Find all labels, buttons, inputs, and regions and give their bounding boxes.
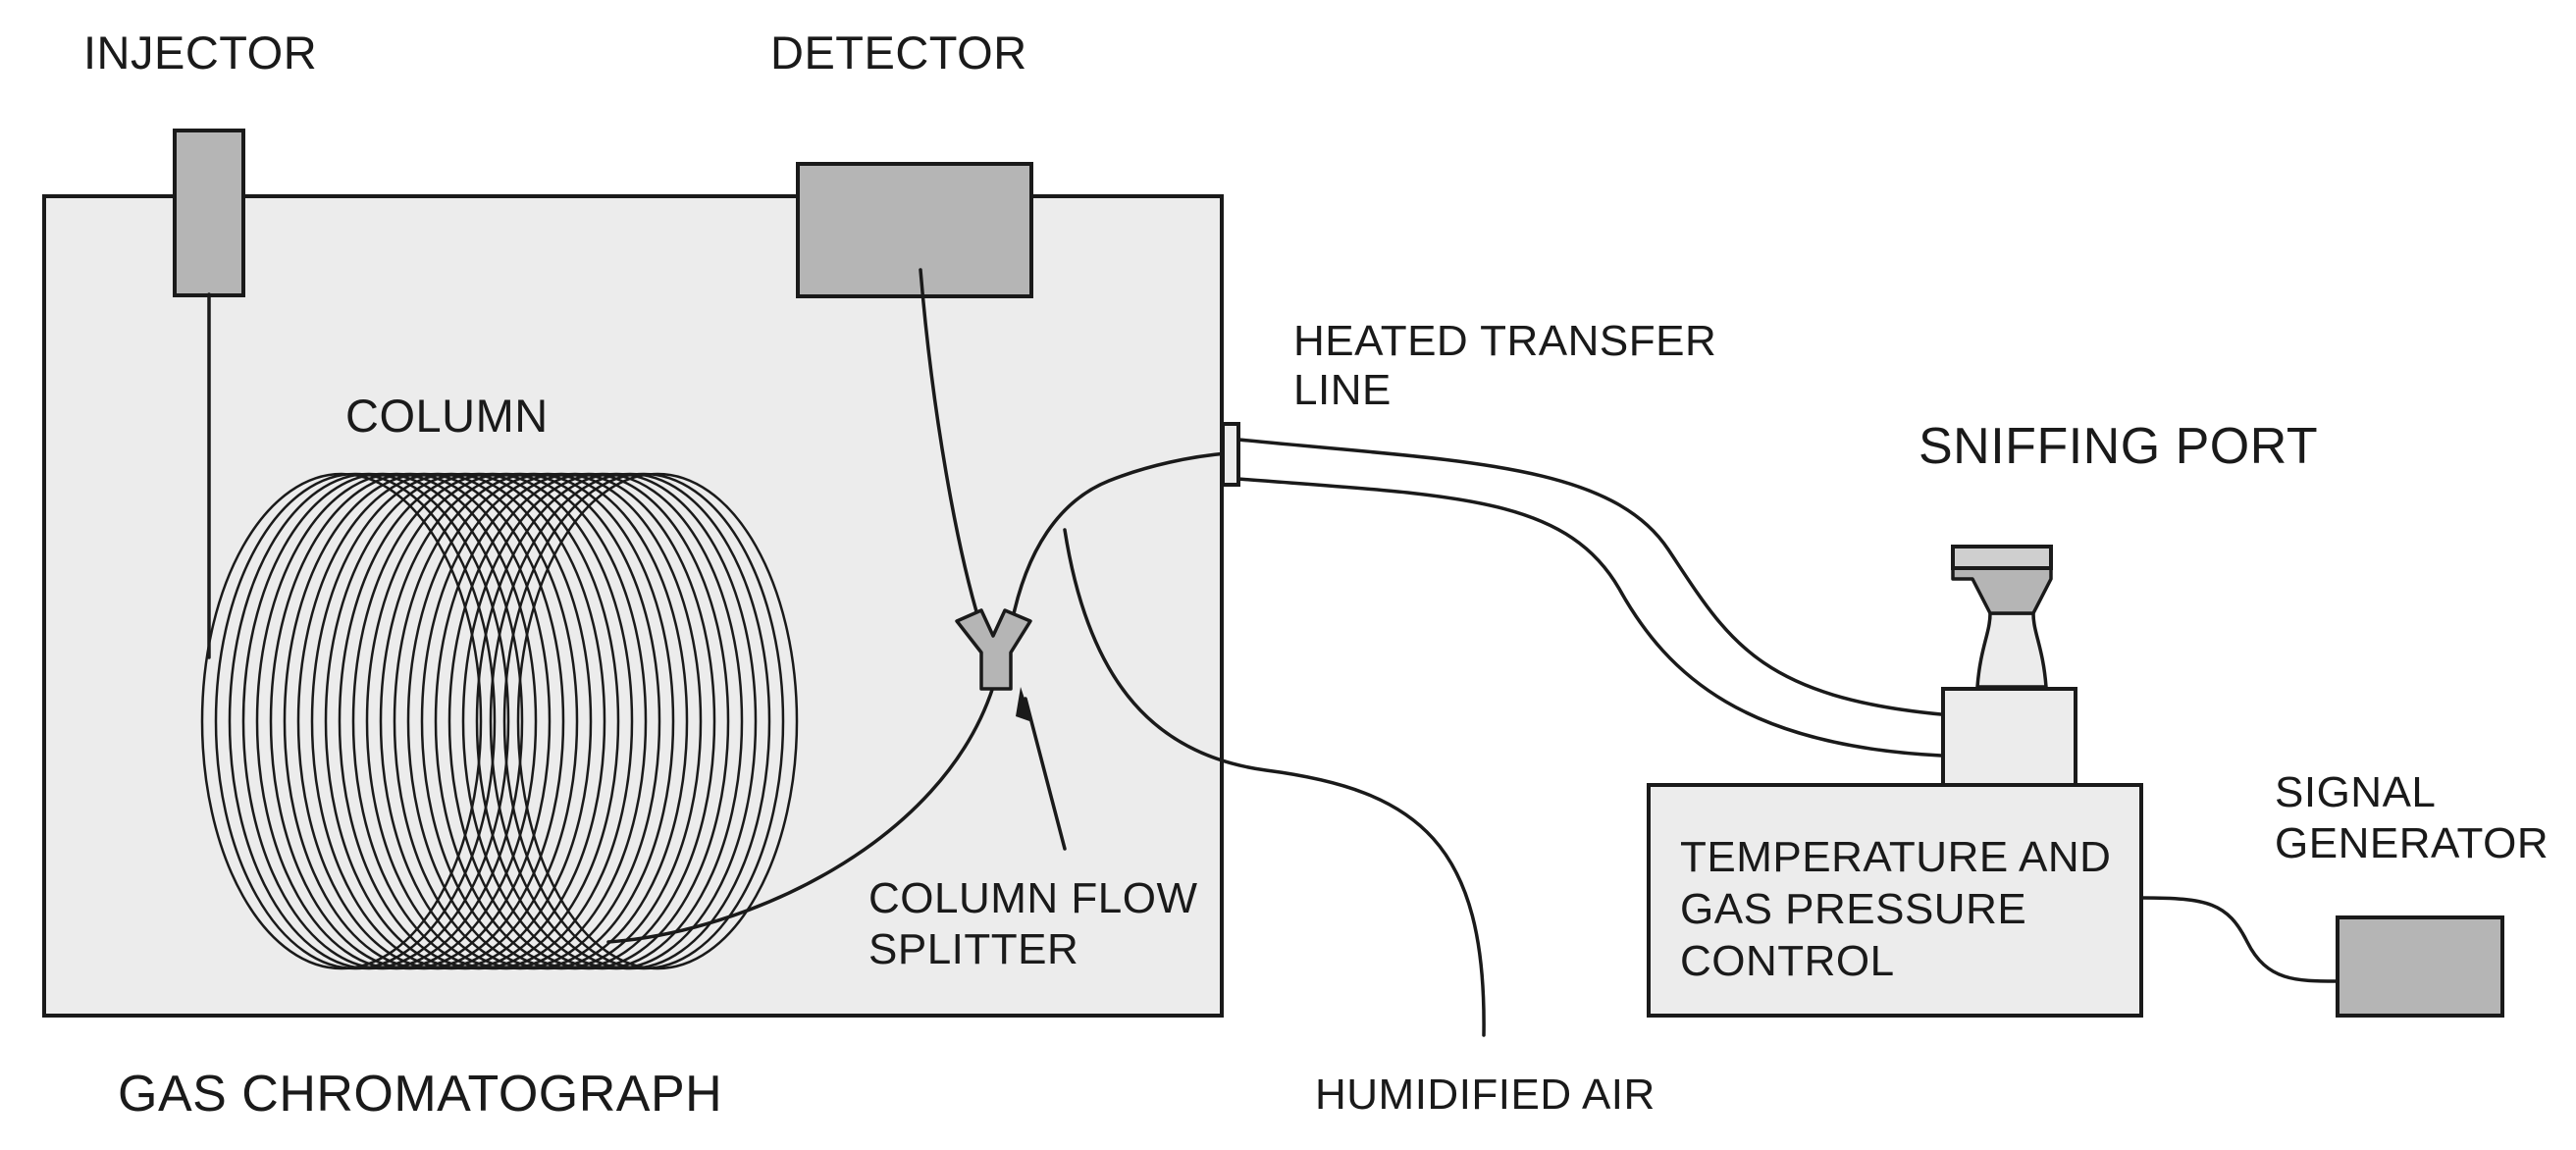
heated-transfer-line-lower — [1236, 477, 1943, 758]
column-flow-splitter — [955, 608, 1032, 691]
control-box-label-line2: GAS PRESSURE — [1680, 885, 2026, 933]
injector-block — [173, 129, 245, 297]
splitter-to-transfer-line — [1009, 451, 1229, 630]
detector-label: DETECTOR — [770, 26, 1027, 78]
column-flow-splitter-label-line1: COLUMN FLOW — [868, 874, 1198, 922]
gas-chromatograph-oven — [42, 194, 1224, 1018]
column-label: COLUMN — [345, 390, 549, 442]
gas-chromatograph-label: GAS CHROMATOGRAPH — [118, 1066, 722, 1123]
heated-transfer-line-upper — [1236, 438, 1943, 716]
control-box-label: TEMPERATURE AND GAS PRESSURE CONTROL — [1680, 833, 2124, 985]
column-flow-splitter-label: COLUMN FLOW SPLITTER — [868, 874, 1210, 973]
humidified-air-line — [1063, 528, 1486, 1037]
signal-generator-box — [2336, 915, 2504, 1018]
control-box-label-line1: TEMPERATURE AND — [1680, 833, 2111, 881]
control-box-label-line3: CONTROL — [1680, 937, 1895, 985]
sniffing-port-label: SNIFFING PORT — [1919, 418, 2318, 475]
sniffing-port-base — [1941, 687, 2077, 787]
heated-transfer-line-label: HEATED TRANSFER LINE — [1293, 317, 1729, 414]
humidified-air-label: HUMIDIFIED AIR — [1315, 1071, 1656, 1119]
heated-transfer-line-label-line2: LINE — [1293, 366, 1392, 414]
column-flow-splitter-label-line2: SPLITTER — [868, 925, 1078, 973]
signal-generator-label-line2: GENERATOR — [2275, 819, 2549, 867]
injector-label: INJECTOR — [83, 26, 317, 78]
splitter-pointer-arrow — [1024, 697, 1067, 851]
splitter-arrowhead — [1016, 687, 1032, 722]
sniffing-port-neck — [1975, 611, 2048, 689]
signal-generator-label: SIGNAL GENERATOR — [2275, 768, 2549, 867]
sniffing-port-rim — [1951, 545, 2053, 570]
signal-cable — [2139, 896, 2339, 983]
detector-block — [796, 162, 1033, 298]
signal-generator-label-line1: SIGNAL — [2275, 768, 2435, 816]
column-to-splitter-line — [606, 685, 995, 944]
transfer-line-fitting — [1221, 422, 1240, 487]
detector-line — [919, 268, 983, 630]
column-coil — [200, 472, 799, 970]
control-box — [1647, 783, 2143, 1018]
heated-transfer-line-label-line1: HEATED TRANSFER — [1293, 317, 1716, 365]
